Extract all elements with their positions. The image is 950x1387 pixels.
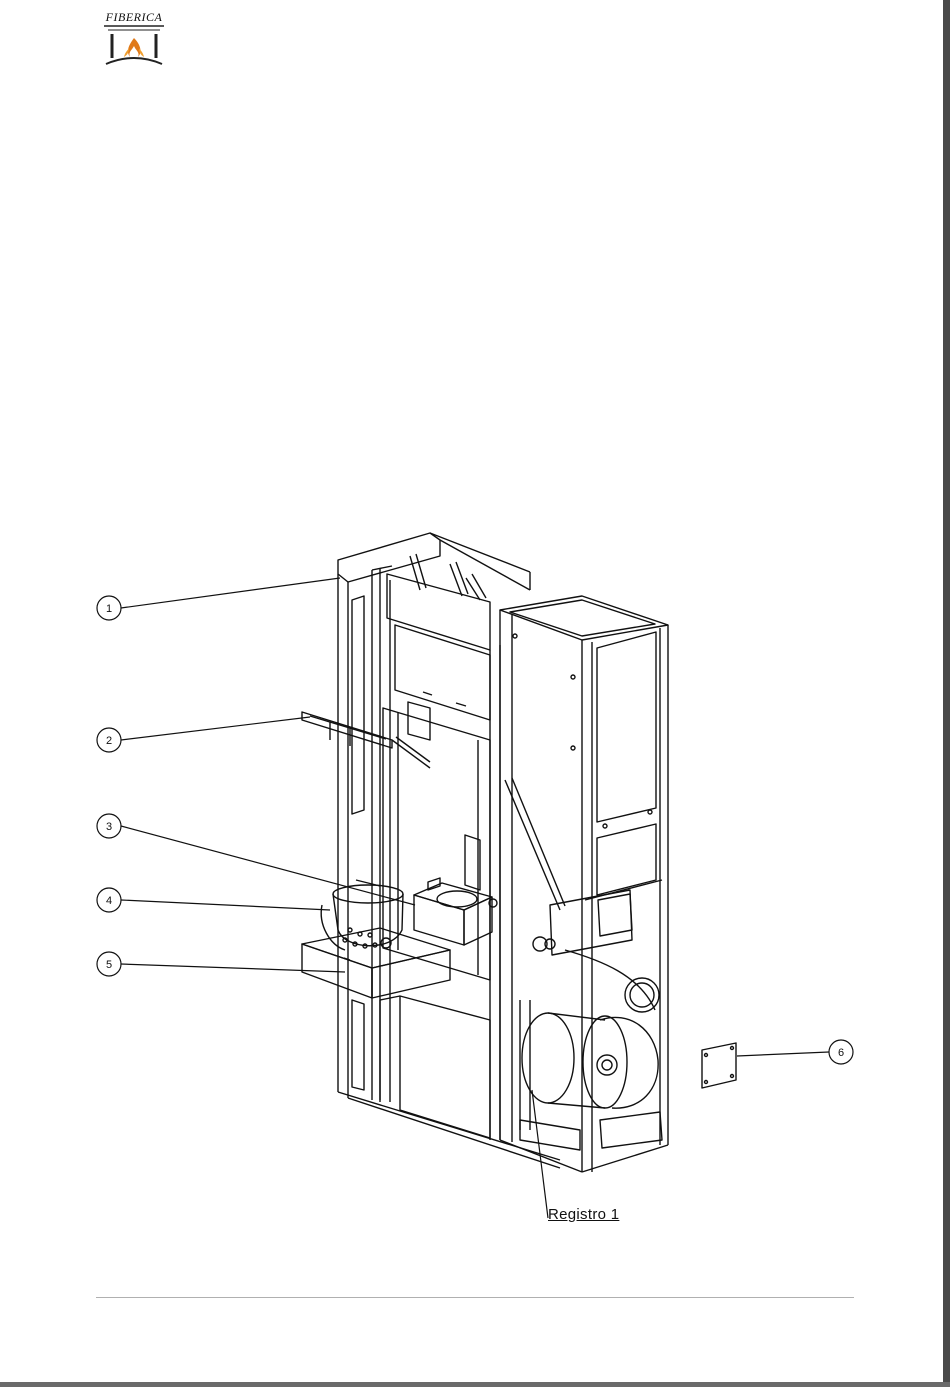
callout-number: 1 bbox=[106, 603, 112, 615]
upper-heat-exchanger bbox=[387, 554, 490, 720]
leader-lines bbox=[121, 578, 829, 1218]
callout-2: 2 bbox=[97, 728, 121, 752]
callout-number: 4 bbox=[106, 895, 112, 907]
left-frame bbox=[338, 533, 560, 1168]
registro-label: Registro 1 bbox=[548, 1206, 619, 1223]
part-2-rail bbox=[302, 712, 430, 768]
callout-number: 6 bbox=[838, 1047, 844, 1059]
footer-rule bbox=[96, 1297, 854, 1298]
lower-box bbox=[380, 996, 490, 1138]
callout-3: 3 bbox=[97, 814, 121, 838]
callout-number: 5 bbox=[106, 959, 112, 971]
callout-1: 1 bbox=[97, 596, 121, 620]
right-internals bbox=[505, 778, 662, 1150]
callout-5: 5 bbox=[97, 952, 121, 976]
right-frame bbox=[500, 596, 668, 1172]
part-5-ash-drawer bbox=[302, 928, 450, 998]
part-6-plate bbox=[702, 1043, 736, 1088]
callout-4: 4 bbox=[97, 888, 121, 912]
callout-number: 2 bbox=[106, 735, 112, 747]
callout-number: 3 bbox=[106, 821, 112, 833]
callout-6: 6 bbox=[829, 1040, 853, 1064]
